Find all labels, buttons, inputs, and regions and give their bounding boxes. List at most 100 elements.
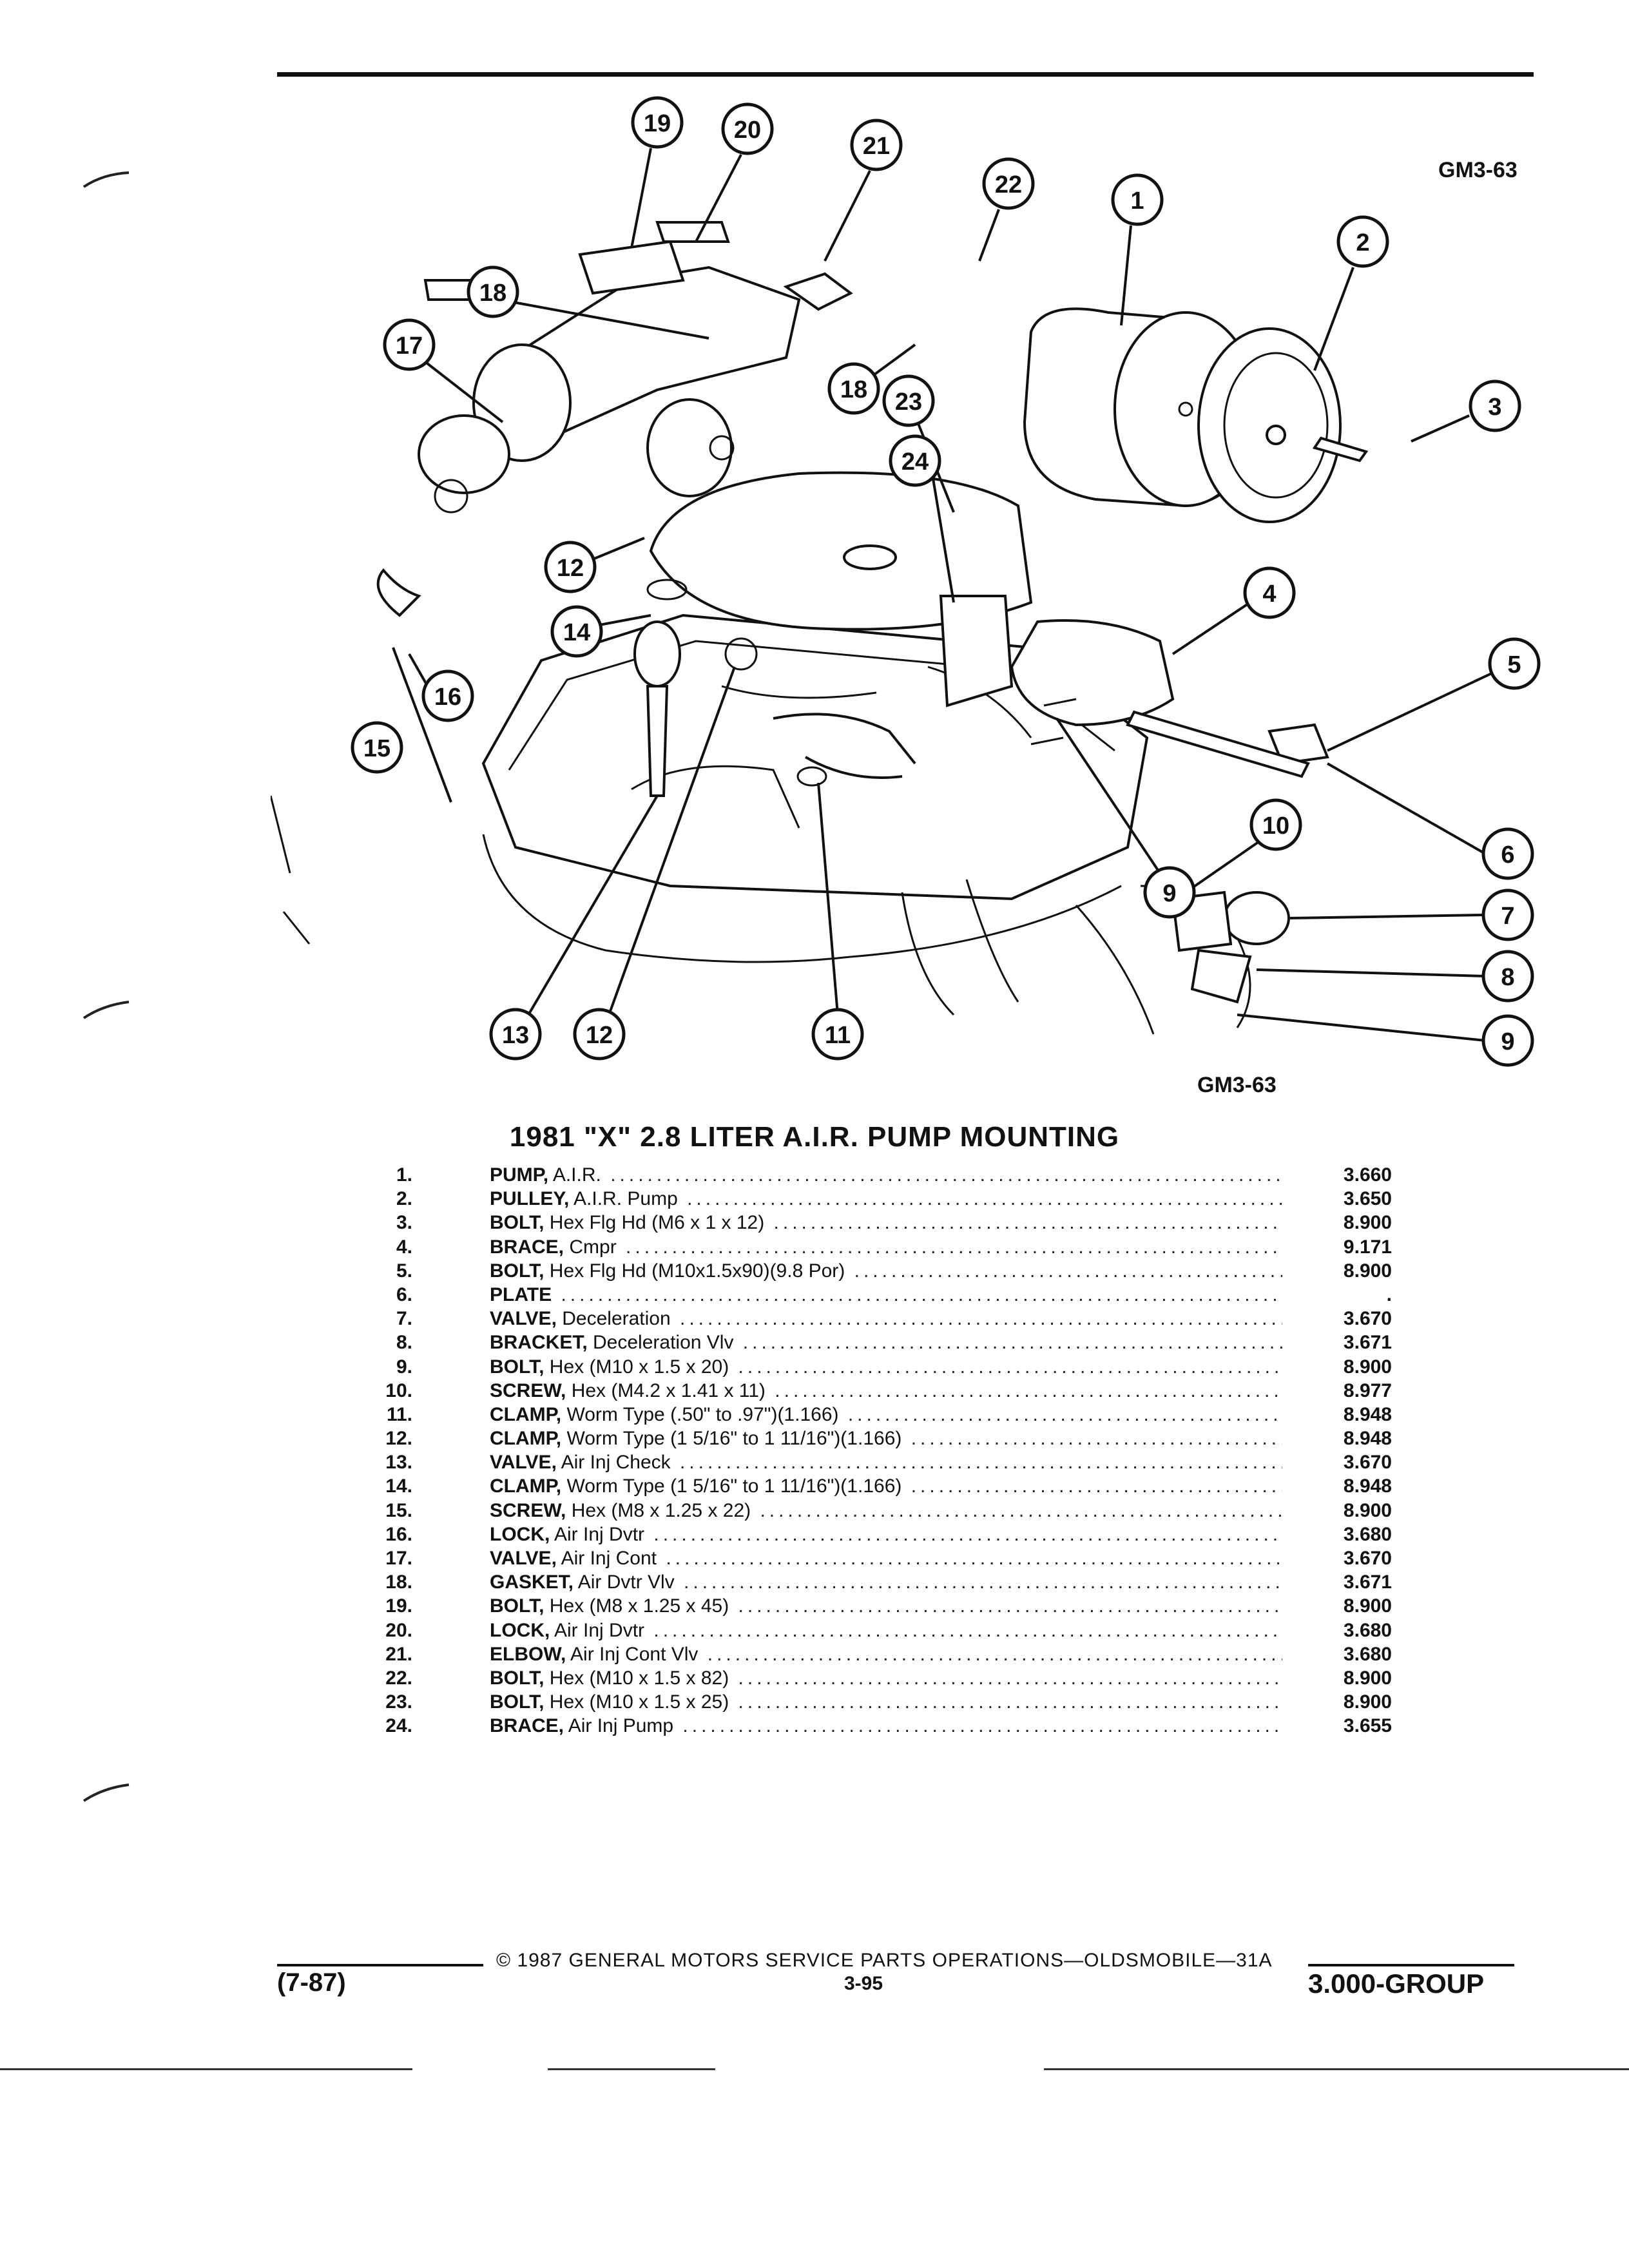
parts-row: 17.VALVE, Air Inj Cont .................… [361, 1546, 1392, 1570]
leader-dots: ........................................… [738, 1356, 1282, 1378]
parts-row: 22.BOLT, Hex (M10 x 1.5 x 82) ..........… [361, 1666, 1392, 1690]
svg-text:1: 1 [1130, 187, 1144, 215]
part-description: BRACE, Cmpr ............................… [490, 1235, 1282, 1259]
part-number: 21. [385, 1643, 412, 1665]
callout-5: 5 [1488, 637, 1541, 690]
part-description: CLAMP, Worm Type (1 5/16" to 1 11/16")(1… [490, 1474, 1282, 1498]
svg-text:7: 7 [1501, 903, 1514, 930]
svg-text:22: 22 [995, 171, 1022, 198]
part-detail: Hex (M8 x 1.25 x 45) [544, 1595, 729, 1617]
part-name: BRACE, [490, 1715, 564, 1737]
group-number: 3.671 [1343, 1332, 1392, 1354]
part-detail: Worm Type (1 5/16" to 1 11/16")(1.166) [561, 1428, 902, 1450]
leader-dots: ........................................… [854, 1260, 1282, 1282]
parts-row: 7. VALVE, Deceleration ..................… [361, 1307, 1392, 1331]
leader-dots: ........................................… [682, 1715, 1282, 1737]
leader-dots: ........................................… [738, 1667, 1282, 1689]
part-description: SCREW, Hex (M4.2 x 1.41 x 11) ..........… [490, 1379, 1282, 1403]
part-name: BRACKET, [490, 1332, 588, 1354]
parts-row: 21. ELBOW, Air Inj Cont Vlv .............… [361, 1642, 1392, 1666]
leader-dots: ........................................… [687, 1188, 1282, 1210]
group-number: 8.900 [1343, 1595, 1392, 1617]
svg-text:6: 6 [1501, 841, 1514, 869]
revision-date: (7-87) [277, 1968, 346, 1997]
part-number: 4. [396, 1236, 412, 1258]
callout-8: 8 [1481, 950, 1534, 1003]
part-name: CLAMP, [490, 1403, 562, 1425]
part-name: BOLT, [490, 1356, 545, 1378]
part-detail: Air Inj Cont Vlv [566, 1643, 699, 1665]
part-name: GASKET, [490, 1571, 574, 1593]
svg-text:17: 17 [396, 332, 423, 360]
part-name: BOLT, [490, 1667, 545, 1689]
margin-marks [82, 171, 130, 1802]
callout-9b: 9 [1143, 866, 1196, 919]
part-description: VALVE, Air Inj Cont ....................… [490, 1546, 1282, 1570]
leader-dots: ........................................… [653, 1523, 1282, 1545]
group-number: 8.948 [1343, 1475, 1392, 1497]
callout-6: 6 [1481, 827, 1534, 880]
part-description: VALVE, Deceleration ....................… [490, 1307, 1282, 1331]
part-name: SCREW, [490, 1379, 566, 1401]
diverter-valve-illustration [376, 221, 853, 617]
callout-24: 24 [889, 434, 941, 487]
part-name: BOLT, [490, 1212, 545, 1234]
part-detail: Worm Type (.50" to .97")(1.166) [561, 1403, 839, 1425]
part-description: BOLT, Hex (M10 x 1.5 x 25) .............… [490, 1690, 1282, 1714]
callout-16: 16 [421, 669, 474, 722]
callout-14: 14 [550, 605, 603, 658]
callout-19: 19 [631, 96, 684, 149]
svg-text:18: 18 [840, 376, 867, 403]
svg-text:23: 23 [895, 389, 922, 416]
callout-circles: 19 20 21 22 1 2 18 17 18 23 24 3 12 14 4… [351, 96, 1541, 1067]
part-number: 19. [385, 1595, 412, 1617]
svg-text:10: 10 [1262, 812, 1289, 840]
parts-row: 16.LOCK, Air Inj Dvtr ..................… [361, 1523, 1392, 1546]
leader-dots: ........................................… [738, 1595, 1282, 1617]
copyright: © 1987 GENERAL MOTORS SERVICE PARTS OPER… [496, 1950, 1273, 1971]
scan-edge-line [1044, 2068, 1629, 2070]
leader-dots: ........................................… [680, 1308, 1282, 1330]
part-detail: Air Inj Pump [564, 1715, 674, 1737]
part-name: BRACE, [490, 1236, 564, 1258]
group-number: 3.670 [1343, 1452, 1392, 1474]
part-description: VALVE, Air Inj Check ...................… [490, 1450, 1282, 1474]
part-detail: Air Dvtr Vlv [574, 1571, 675, 1593]
group-number: 8.900 [1343, 1260, 1392, 1282]
svg-text:11: 11 [825, 1022, 851, 1049]
part-number: 16. [385, 1523, 412, 1545]
part-detail: Worm Type (1 5/16" to 1 11/16")(1.166) [561, 1475, 902, 1497]
callout-20: 20 [721, 102, 774, 155]
callout-2: 2 [1336, 215, 1389, 268]
callout-3: 3 [1469, 380, 1521, 432]
group-number: 3.671 [1343, 1571, 1392, 1593]
footer-rule-left [277, 1964, 483, 1966]
part-number: 7. [396, 1308, 412, 1330]
margin-mark [82, 1783, 130, 1802]
leader-dots: ........................................… [775, 1379, 1282, 1401]
page-number: 3-95 [844, 1973, 883, 1994]
part-name: ELBOW, [490, 1643, 566, 1665]
part-description: ELBOW, Air Inj Cont Vlv ................… [490, 1642, 1282, 1666]
engine-illustration [271, 471, 1251, 1035]
group-number: 3.680 [1343, 1643, 1392, 1665]
part-description: CLAMP, Worm Type (.50" to .97")(1.166) .… [490, 1403, 1282, 1427]
part-name: SCREW, [490, 1499, 566, 1521]
callout-12b: 12 [573, 1008, 626, 1061]
parts-row: 14.CLAMP, Worm Type (1 5/16" to 1 11/16"… [361, 1474, 1392, 1498]
callout-4: 4 [1243, 566, 1296, 619]
part-description: BOLT, Hex (M8 x 1.25 x 45) .............… [490, 1594, 1282, 1618]
part-description: GASKET, Air Dvtr Vlv ...................… [490, 1570, 1282, 1594]
part-number: 2. [396, 1188, 412, 1210]
part-name: CLAMP, [490, 1428, 562, 1450]
leader-dots: ........................................… [773, 1212, 1282, 1234]
parts-row: 19. BOLT, Hex (M8 x 1.25 x 45) ..........… [361, 1594, 1392, 1618]
part-name: PLATE [490, 1283, 552, 1305]
margin-mark [82, 1001, 130, 1019]
part-detail: A.I.R. [548, 1164, 601, 1186]
parts-row: 23.BOLT, Hex (M10 x 1.5 x 25) ..........… [361, 1690, 1392, 1714]
svg-text:9: 9 [1162, 880, 1176, 907]
leader-dots: ........................................… [610, 1164, 1282, 1186]
part-name: PULLEY, [490, 1188, 570, 1210]
parts-row: 13.VALVE, Air Inj Check ................… [361, 1450, 1392, 1474]
